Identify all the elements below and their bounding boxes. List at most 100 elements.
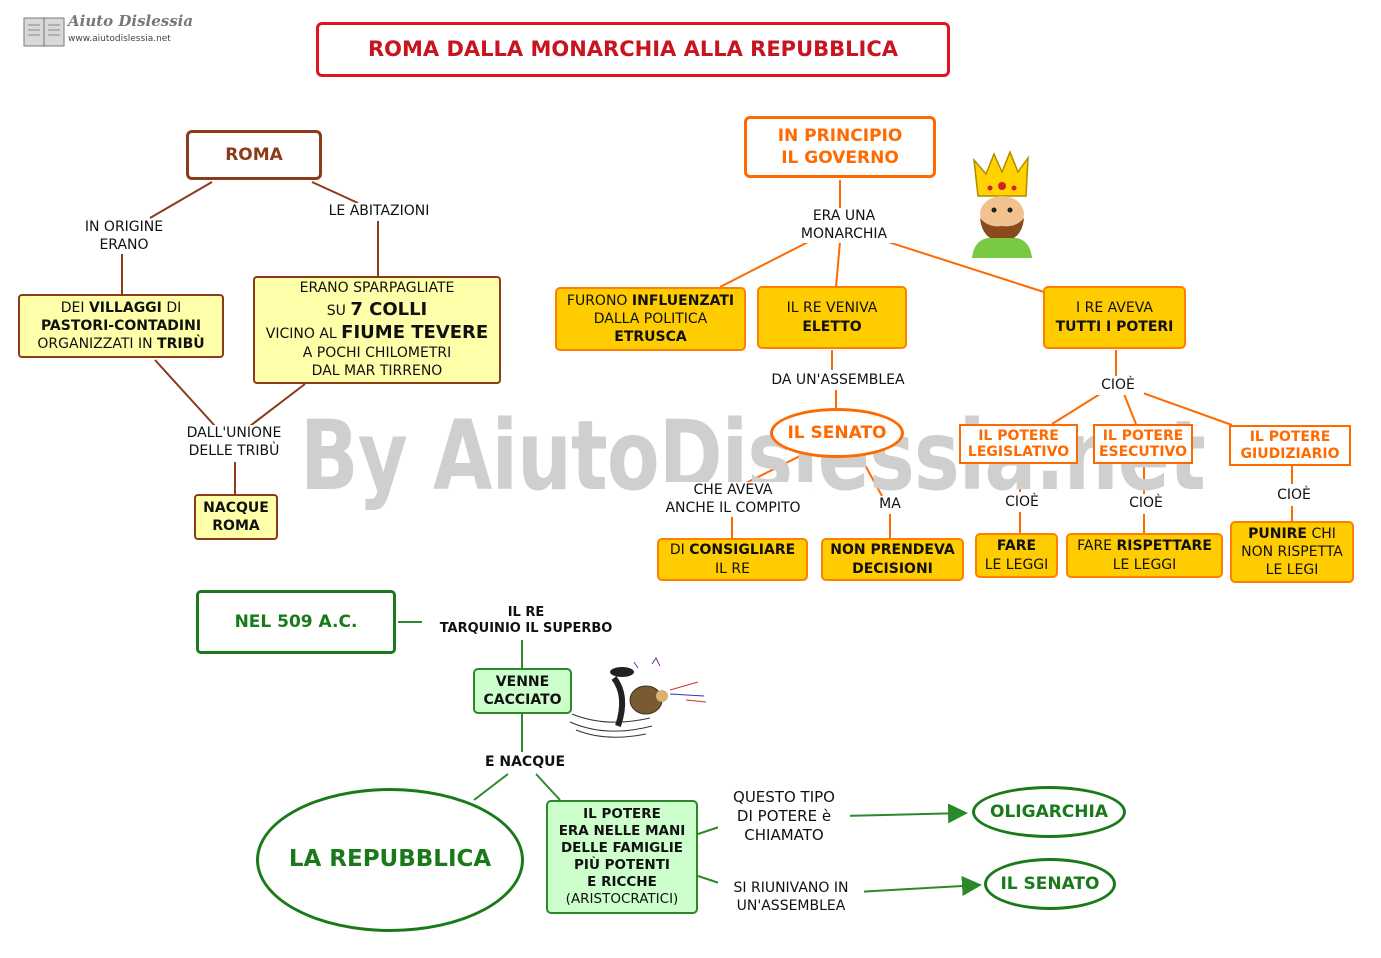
potere-l5: E RICCHE <box>587 873 657 890</box>
label-in-origine-l1: IN ORIGINE <box>84 219 164 235</box>
logo[interactable]: Aiuto Dislessia www.aiutodislessia.net <box>22 12 193 50</box>
node-tutti-poteri: I RE AVEVA TUTTI I POTERI <box>1043 286 1186 349</box>
label-monarchia-l2: MONARCHIA <box>800 225 888 242</box>
colli-l3b: FIUME TEVERE <box>341 321 489 343</box>
rispettare-l2: LE LEGGI <box>1112 556 1177 573</box>
potere-l6: (ARISTOCRATICI) <box>565 890 679 907</box>
node-roma: ROMA <box>186 130 322 180</box>
villaggi-l1c: DI <box>161 299 182 316</box>
label-monarchia-l1: ERA UNA <box>812 208 876 224</box>
node-il-senato: IL SENATO <box>770 408 904 458</box>
node-rispettare: FARE RISPETTARE LE LEGGI <box>1066 533 1223 578</box>
logo-url: www.aiutodislessia.net <box>68 34 171 44</box>
label-compito-l2: ANCHE IL COMPITO <box>665 499 801 516</box>
expulsion-illustration <box>569 657 707 738</box>
label-compito: CHE AVEVA ANCHE IL COMPITO <box>654 482 812 517</box>
consigliare-l2: IL RE <box>715 560 750 577</box>
page-title-text: ROMA DALLA MONARCHIA ALLA REPUBBLICA <box>367 36 898 61</box>
node-nacque-roma: NACQUE ROMA <box>194 494 278 540</box>
colli-l1: ERANO SPARPAGLIATE <box>299 280 455 297</box>
consigliare-l1a: DI <box>669 542 690 559</box>
label-tarquinio-l1: IL RE <box>507 605 545 620</box>
nacque-roma-l1: NACQUE <box>203 499 269 516</box>
label-e-nacque: E NACQUE <box>472 754 578 772</box>
esecutivo-l1: IL POTERE <box>1102 427 1184 444</box>
influenzati-l3: ETRUSCA <box>614 329 687 346</box>
label-unione-l2: DELLE TRIBÙ <box>188 442 280 459</box>
label-tarquinio: IL RE TARQUINIO IL SUPERBO <box>422 605 630 638</box>
influenzati-l1a: FURONO <box>566 292 632 309</box>
logo-title: Aiuto Dislessia <box>68 12 194 30</box>
label-cioe-esecutivo: CIOÈ <box>1120 495 1172 513</box>
page-title: ROMA DALLA MONARCHIA ALLA REPUBBLICA <box>316 22 950 77</box>
rispettare-l1b: RISPETTARE <box>1116 538 1212 555</box>
node-potere-famiglie: IL POTERE ERA NELLE MANI DELLE FAMIGLIE … <box>546 800 698 914</box>
label-riunivano-l1: SI RIUNIVANO IN <box>733 880 849 896</box>
eletto-l2: ELETTO <box>802 318 862 335</box>
oligarchia-text: OLIGARCHIA <box>990 801 1108 822</box>
label-riunivano-l2: UN'ASSEMBLEA <box>736 897 846 914</box>
poteri-l1: I RE AVEVA <box>1076 300 1153 317</box>
label-riunivano: SI RIUNIVANO IN UN'ASSEMBLEA <box>718 880 864 915</box>
colli-l2b: 7 COLLI <box>350 298 428 320</box>
colli-l4: A POCHI CHILOMETRI <box>302 345 452 362</box>
in-principio-l1: IN PRINCIPIO <box>777 125 903 146</box>
colli-l3a: VICINO AL <box>265 325 342 342</box>
label-compito-l1: CHE AVEVA <box>693 482 773 498</box>
node-decisioni: NON PRENDEVA DECISIONI <box>821 538 964 581</box>
label-monarchia: ERA UNA MONARCHIA <box>790 208 898 243</box>
nacque-roma-l2: ROMA <box>212 518 260 534</box>
colli-l5: DAL MAR TIRRENO <box>311 363 443 380</box>
decisioni-l2: DECISIONI <box>852 560 933 577</box>
label-tarquinio-l2: TARQUINIO IL SUPERBO <box>439 621 613 637</box>
influenzati-l2: DALLA POLITICA <box>593 310 708 327</box>
punire-l1a: PUNIRE <box>1248 525 1307 542</box>
esecutivo-l2: ESECUTIVO <box>1098 444 1188 460</box>
poteri-l2: TUTTI I POTERI <box>1055 318 1174 335</box>
node-esecutivo: IL POTERE ESECUTIVO <box>1093 424 1193 464</box>
colli-l2a: SU <box>326 302 351 319</box>
node-roma-text: ROMA <box>225 144 283 165</box>
potere-l1: IL POTERE <box>583 806 661 823</box>
node-legislativo: IL POTERE LEGISLATIVO <box>959 424 1078 464</box>
consigliare-l1b: CONSIGLIARE <box>689 542 796 559</box>
node-punire: PUNIRE CHI NON RISPETTA LE LEGI <box>1230 521 1354 583</box>
giudiziario-l1: IL POTERE <box>1249 429 1331 446</box>
punire-l2: NON RISPETTA <box>1241 543 1343 560</box>
node-consigliare: DI CONSIGLIARE IL RE <box>657 538 808 581</box>
label-cioe-legislativo: CIOÈ <box>996 494 1048 512</box>
king-icon <box>972 149 1032 258</box>
label-unione: DALL'UNIONE DELLE TRIBÙ <box>176 425 292 460</box>
il-senato-text: IL SENATO <box>787 422 887 443</box>
node-anno: NEL 509 A.C. <box>196 590 396 654</box>
node-in-principio: IN PRINCIPIO IL GOVERNO <box>744 116 936 178</box>
label-unione-l1: DALL'UNIONE <box>186 425 282 441</box>
label-assemblea: DA UN'ASSEMBLEA <box>764 372 912 390</box>
node-repubblica: LA REPUBBLICA <box>256 788 524 932</box>
book-icon <box>23 17 65 47</box>
node-oligarchia: OLIGARCHIA <box>972 786 1126 838</box>
label-tipo-l2: DI POTERE è <box>736 806 832 825</box>
label-in-origine: IN ORIGINE ERANO <box>64 219 184 254</box>
label-ma: MA <box>870 496 910 514</box>
villaggi-l2: PASTORI-CONTADINI <box>40 317 202 334</box>
punire-l3: LE LEGI <box>1265 562 1319 579</box>
cacciato-l1: VENNE <box>495 673 550 690</box>
punire-l1b: CHI <box>1307 525 1336 542</box>
rispettare-l1a: FARE <box>1077 538 1117 555</box>
potere-l4: PIÙ POTENTI <box>574 857 670 873</box>
senato-repubblica-text: IL SENATO <box>1000 873 1100 894</box>
giudiziario-l2: GIUDIZIARIO <box>1240 445 1340 462</box>
influenzati-l1b: INFLUENZATI <box>631 292 735 309</box>
repubblica-text: LA REPUBBLICA <box>288 846 492 873</box>
decisioni-l1: NON PRENDEVA <box>830 542 955 559</box>
node-influenzati: FURONO INFLUENZATI DALLA POLITICA ETRUSC… <box>555 287 746 351</box>
node-eletto: IL RE VENIVA ELETTO <box>757 286 907 349</box>
villaggi-l1b: VILLAGGI <box>88 299 162 316</box>
legislativo-l1: IL POTERE <box>978 427 1059 444</box>
node-senato-repubblica: IL SENATO <box>984 858 1116 910</box>
node-colli: ERANO SPARPAGLIATE SU 7 COLLI VICINO AL … <box>253 276 501 384</box>
label-abitazioni: LE ABITAZIONI <box>314 203 444 221</box>
label-cioe-giudiziario: CIOÈ <box>1268 487 1320 505</box>
